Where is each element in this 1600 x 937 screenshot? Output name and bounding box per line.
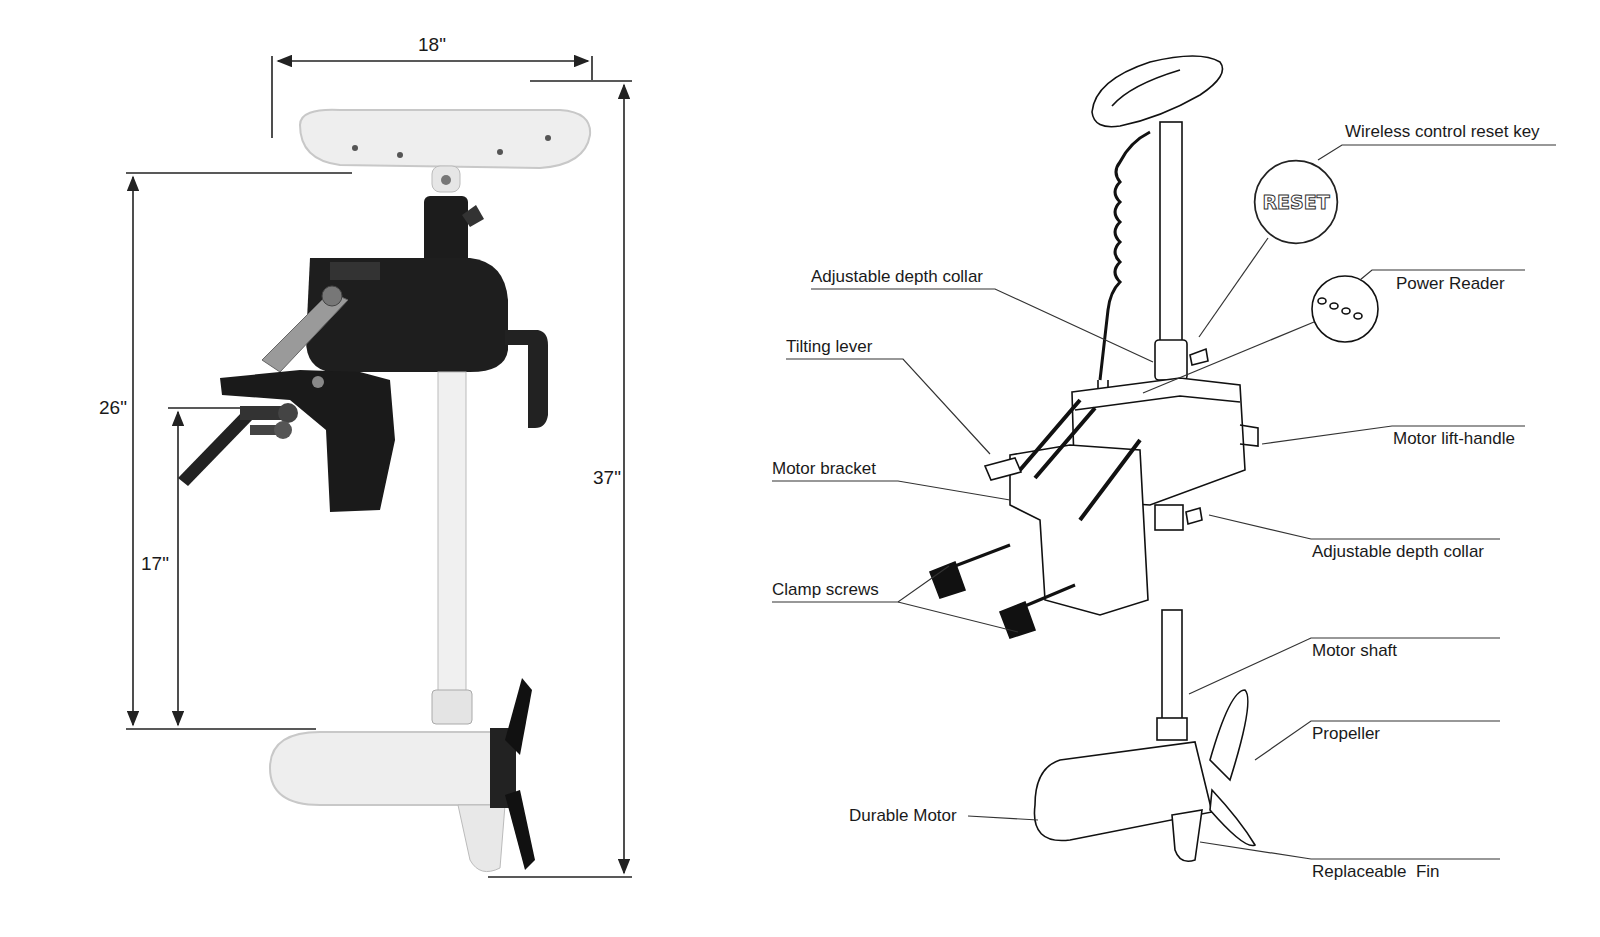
part-label: Clamp screws <box>772 580 879 600</box>
part-label: Motor lift-handle <box>1393 429 1515 449</box>
part-label: Replaceable Fin <box>1312 862 1440 882</box>
part-label: Adjustable depth collar <box>1312 542 1484 562</box>
part-label: Propeller <box>1312 724 1380 744</box>
dimension-label: 37" <box>591 468 623 488</box>
reset-circle: RESET <box>1252 158 1340 246</box>
left-motor <box>178 110 590 872</box>
part-label: Motor shaft <box>1312 641 1397 661</box>
part-label: Motor bracket <box>772 459 876 479</box>
right-motor <box>930 56 1378 861</box>
part-label: Wireless control reset key <box>1345 122 1540 142</box>
part-label: Adjustable depth collar <box>811 267 983 287</box>
part-label: Tilting lever <box>786 337 872 357</box>
part-label: Durable Motor <box>849 806 957 826</box>
button-label: RESET <box>1252 158 1340 246</box>
dimension-label: 26" <box>97 398 129 418</box>
dimension-lines <box>126 56 632 877</box>
dimension-label: 17" <box>139 554 171 574</box>
dimension-label: 18" <box>416 35 448 55</box>
part-label: Power Reader <box>1396 274 1505 294</box>
leader-lines <box>772 145 1556 859</box>
